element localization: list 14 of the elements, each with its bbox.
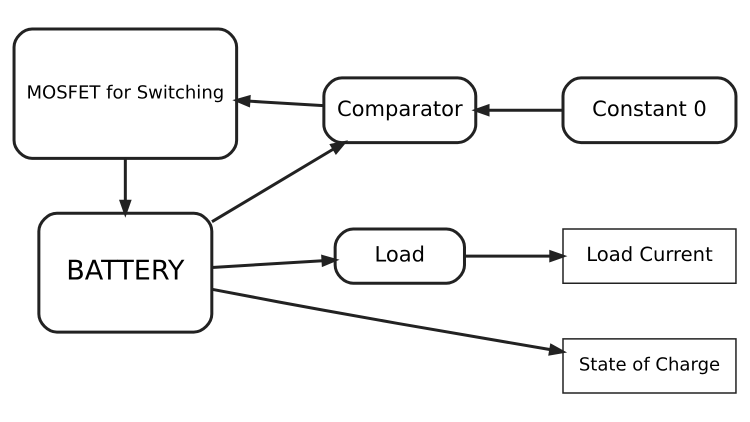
node-box: MOSFET for Switching — [12, 28, 238, 160]
node-box: Load — [334, 228, 466, 285]
arrow — [471, 104, 563, 117]
arrow — [212, 288, 568, 356]
arrow — [232, 94, 324, 108]
node-box: State of Charge — [562, 338, 737, 394]
node-box: Constant 0 — [562, 76, 738, 144]
node-box: BATTERY — [37, 212, 214, 334]
arrow — [211, 140, 348, 223]
node-box: Comparator — [322, 76, 478, 144]
node-box: Load Current — [562, 228, 737, 284]
arrow — [119, 158, 132, 218]
arrow — [464, 250, 568, 262]
arrow — [212, 254, 340, 269]
